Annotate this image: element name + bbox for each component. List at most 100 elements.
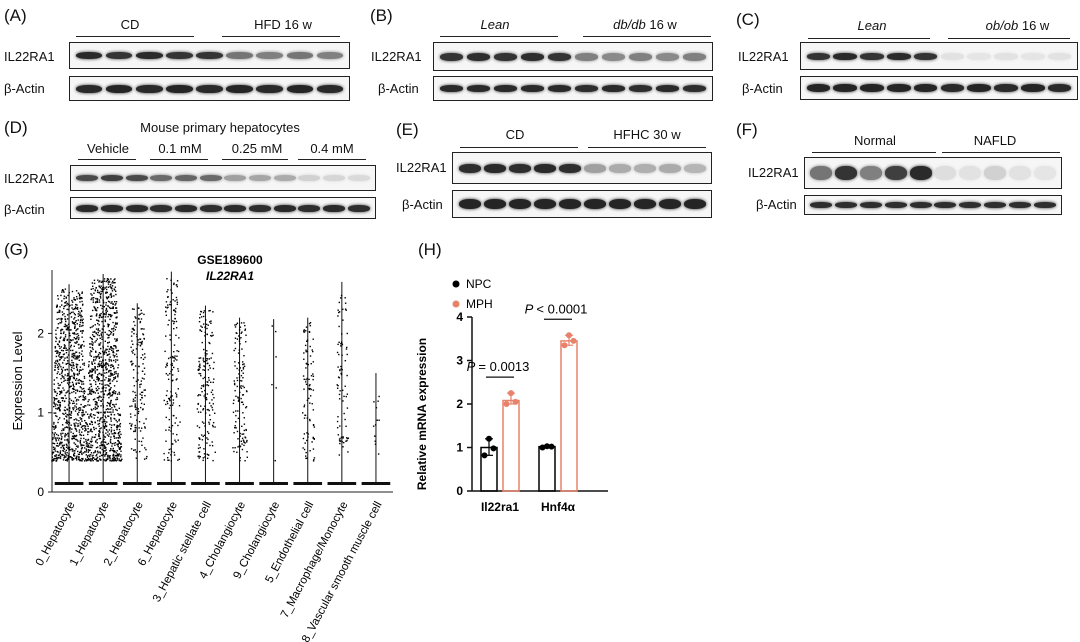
data-point: [544, 443, 550, 450]
data-point: [275, 330, 277, 333]
data-point: [208, 364, 211, 367]
data-point: [237, 400, 240, 402]
data-point: [60, 319, 63, 321]
data-point: [114, 312, 116, 314]
data-point: [141, 370, 144, 372]
data-point: [73, 332, 76, 334]
data-point: [65, 300, 67, 303]
data-point: [244, 328, 247, 330]
data-point: [175, 334, 177, 337]
data-point: [95, 332, 97, 335]
data-point: [93, 408, 95, 410]
data-point: [97, 363, 99, 366]
data-point: [88, 389, 91, 391]
data-point: [200, 311, 203, 313]
data-point: [84, 458, 87, 460]
data-point: [111, 394, 113, 397]
data-point: [110, 417, 112, 419]
data-point: [99, 437, 102, 440]
data-point: [107, 393, 110, 395]
data-point: [93, 398, 96, 400]
data-point: [141, 328, 143, 330]
data-point: [117, 349, 120, 352]
data-point: [110, 302, 112, 304]
data-point: [106, 421, 108, 423]
data-point: [101, 338, 103, 340]
data-point: [94, 330, 96, 333]
data-point: [208, 421, 210, 424]
data-point: [275, 356, 277, 358]
row-label-il22ra1: IL22RA1: [371, 49, 422, 64]
data-point: [72, 432, 74, 435]
data-point: [53, 388, 56, 391]
data-point: [107, 315, 109, 318]
data-point: [570, 337, 577, 344]
group-label-obob: ob/ob 16 w: [955, 18, 1080, 33]
blot-band: [105, 52, 133, 59]
data-point: [54, 448, 56, 450]
data-point: [310, 375, 313, 377]
data-point: [64, 318, 66, 320]
data-point: [197, 368, 200, 370]
data-point: [58, 309, 61, 312]
data-point: [203, 310, 206, 312]
data-point: [92, 301, 95, 303]
group-underline: [808, 38, 930, 39]
data-point: [113, 351, 115, 354]
data-point: [237, 352, 240, 354]
data-point: [138, 410, 140, 413]
data-point: [238, 329, 241, 331]
data-point: [65, 434, 68, 436]
data-point: [66, 318, 69, 320]
data-point: [82, 457, 84, 460]
data-point: [198, 444, 200, 446]
data-point: [114, 454, 117, 457]
data-point: [114, 361, 117, 363]
data-point: [246, 451, 248, 453]
data-point: [86, 456, 89, 458]
data-point: [96, 438, 98, 441]
data-point: [78, 310, 80, 313]
data-point: [57, 445, 59, 447]
data-point: [108, 364, 110, 367]
data-point: [143, 353, 146, 355]
data-point: [98, 362, 100, 365]
data-point: [109, 313, 112, 316]
group-underline: [76, 36, 194, 37]
data-point: [54, 457, 57, 460]
blot-band: [347, 204, 370, 212]
data-point: [90, 298, 92, 301]
blot-band: [1008, 202, 1031, 208]
data-point: [75, 295, 78, 298]
data-point: [105, 292, 107, 294]
data-point: [93, 335, 96, 338]
data-point: [77, 382, 79, 384]
group-underline: [440, 36, 558, 37]
data-point: [136, 333, 138, 336]
data-point: [340, 297, 342, 299]
data-point: [204, 405, 206, 407]
data-point: [96, 291, 99, 294]
blot-band: [547, 85, 572, 92]
bar: [538, 445, 556, 492]
data-point: [67, 442, 70, 444]
data-point: [199, 366, 201, 369]
data-point: [52, 452, 55, 454]
data-point: [79, 314, 81, 316]
data-point: [63, 305, 65, 308]
data-point: [202, 311, 205, 314]
data-point: [136, 343, 138, 345]
data-point: [208, 377, 210, 379]
data-point: [69, 363, 71, 366]
data-point: [73, 442, 75, 444]
data-point: [99, 293, 102, 296]
data-point: [112, 409, 114, 411]
data-point: [101, 331, 103, 334]
data-point: [103, 364, 106, 366]
data-point: [377, 400, 379, 402]
data-point: [207, 369, 210, 371]
data-point: [65, 392, 67, 394]
data-point: [245, 334, 247, 336]
data-point: [73, 367, 75, 370]
data-point: [236, 379, 239, 382]
